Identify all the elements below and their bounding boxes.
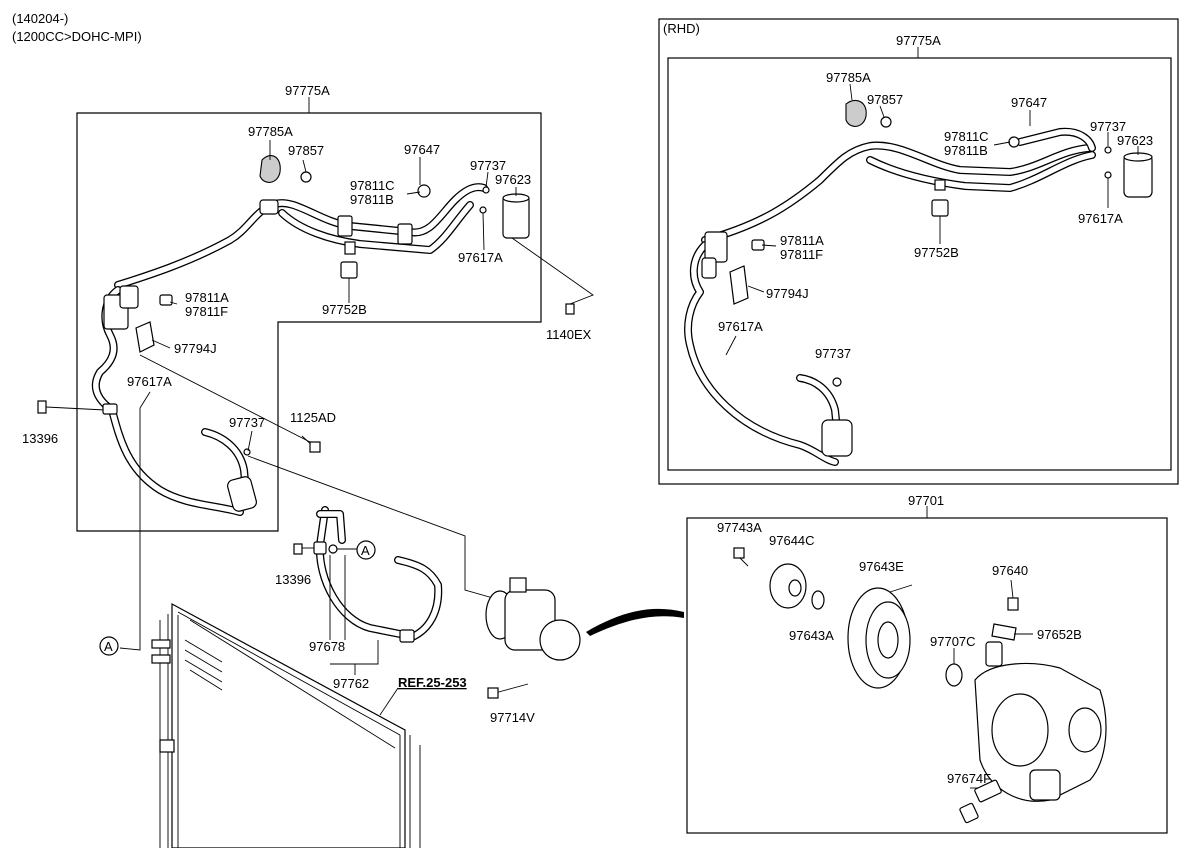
label-rhd-97775A: 97775A bbox=[896, 33, 941, 48]
header-line-2: (1200CC>DOHC-MPI) bbox=[12, 29, 142, 44]
label-rhd-97811F: 97811F bbox=[780, 247, 823, 262]
label-97643A: 97643A bbox=[789, 628, 834, 643]
label-97640: 97640 bbox=[992, 563, 1028, 578]
label-97857: 97857 bbox=[288, 143, 324, 158]
rhd-muffler bbox=[821, 419, 853, 457]
label-rhd-97617A-right: 97617A bbox=[1078, 211, 1123, 226]
label-97811C: 97811C bbox=[350, 178, 395, 193]
label-13396-b: 13396 bbox=[275, 572, 311, 587]
label-13396: 13396 bbox=[22, 431, 58, 446]
label-97737-b: 97737 bbox=[229, 415, 265, 430]
label-97643E: 97643E bbox=[859, 559, 904, 574]
label-97775A: 97775A bbox=[285, 83, 330, 98]
callout-a-left bbox=[99, 636, 119, 656]
rhd-frame bbox=[658, 18, 1179, 485]
compressor-body bbox=[974, 662, 1107, 802]
label-97785A: 97785A bbox=[248, 124, 293, 139]
compressor-frame bbox=[686, 517, 1168, 834]
compressor-small bbox=[485, 577, 581, 661]
label-1140EX: 1140EX bbox=[546, 327, 592, 342]
label-rhd-97737: 97737 bbox=[1090, 119, 1126, 134]
clutch-hub bbox=[769, 563, 807, 609]
label-97701: 97701 bbox=[908, 493, 944, 508]
header-line-1: (140204-) bbox=[12, 11, 68, 26]
label-97752B: 97752B bbox=[322, 302, 367, 317]
condenser-and-hoses: A REF.25-253 A bbox=[99, 408, 684, 848]
callout-a-left-text: A bbox=[104, 639, 113, 654]
label-rhd-97811C: 97811C bbox=[944, 129, 989, 144]
ref-link[interactable]: REF.25-253 bbox=[398, 675, 467, 690]
muffler-shape bbox=[227, 476, 257, 512]
compressor-detail: 97701 97743A 976 bbox=[686, 493, 1168, 834]
detail-pointer bbox=[586, 608, 684, 636]
label-97623: 97623 bbox=[495, 172, 531, 187]
label-97678: 97678 bbox=[309, 639, 345, 654]
label-97707C: 97707C bbox=[930, 634, 976, 649]
label-97617A-top: 97617A bbox=[458, 250, 503, 265]
label-rhd-97737-b: 97737 bbox=[815, 346, 851, 361]
label-97714V: 97714V bbox=[490, 710, 535, 725]
label-rhd-97647: 97647 bbox=[1011, 95, 1047, 110]
label-97652B: 97652B bbox=[1037, 627, 1082, 642]
main-hose-assembly: 97775A bbox=[22, 83, 594, 601]
label-97811B: 97811B bbox=[350, 192, 394, 207]
label-1125AD: 1125AD bbox=[290, 410, 336, 425]
label-97762: 97762 bbox=[333, 676, 369, 691]
label-97811F: 97811F bbox=[185, 304, 228, 319]
label-rhd-97794J: 97794J bbox=[766, 286, 809, 301]
rhd-assembly: (RHD) 97775A bbox=[658, 18, 1179, 485]
label-rhd-97617A: 97617A bbox=[718, 319, 763, 334]
label-rhd-97623: 97623 bbox=[1117, 133, 1153, 148]
label-rhd-97752B: 97752B bbox=[914, 245, 959, 260]
callout-a-right bbox=[356, 540, 376, 560]
label-97811A: 97811A bbox=[185, 290, 229, 305]
label-rhd-97811B: 97811B bbox=[944, 143, 988, 158]
main-assembly-frame bbox=[76, 112, 542, 532]
callout-a-right-text: A bbox=[361, 543, 370, 558]
label-97617A: 97617A bbox=[127, 374, 172, 389]
label-97674F: 97674F bbox=[947, 771, 991, 786]
label-97644C: 97644C bbox=[769, 533, 815, 548]
label-97794J: 97794J bbox=[174, 341, 217, 356]
label-97647: 97647 bbox=[404, 142, 440, 157]
label-97743A: 97743A bbox=[717, 520, 762, 535]
label-rhd-97857: 97857 bbox=[867, 92, 903, 107]
label-97737: 97737 bbox=[470, 158, 506, 173]
rhd-tag: (RHD) bbox=[663, 21, 700, 36]
label-rhd-97785A: 97785A bbox=[826, 70, 871, 85]
label-rhd-97811A: 97811A bbox=[780, 233, 824, 248]
